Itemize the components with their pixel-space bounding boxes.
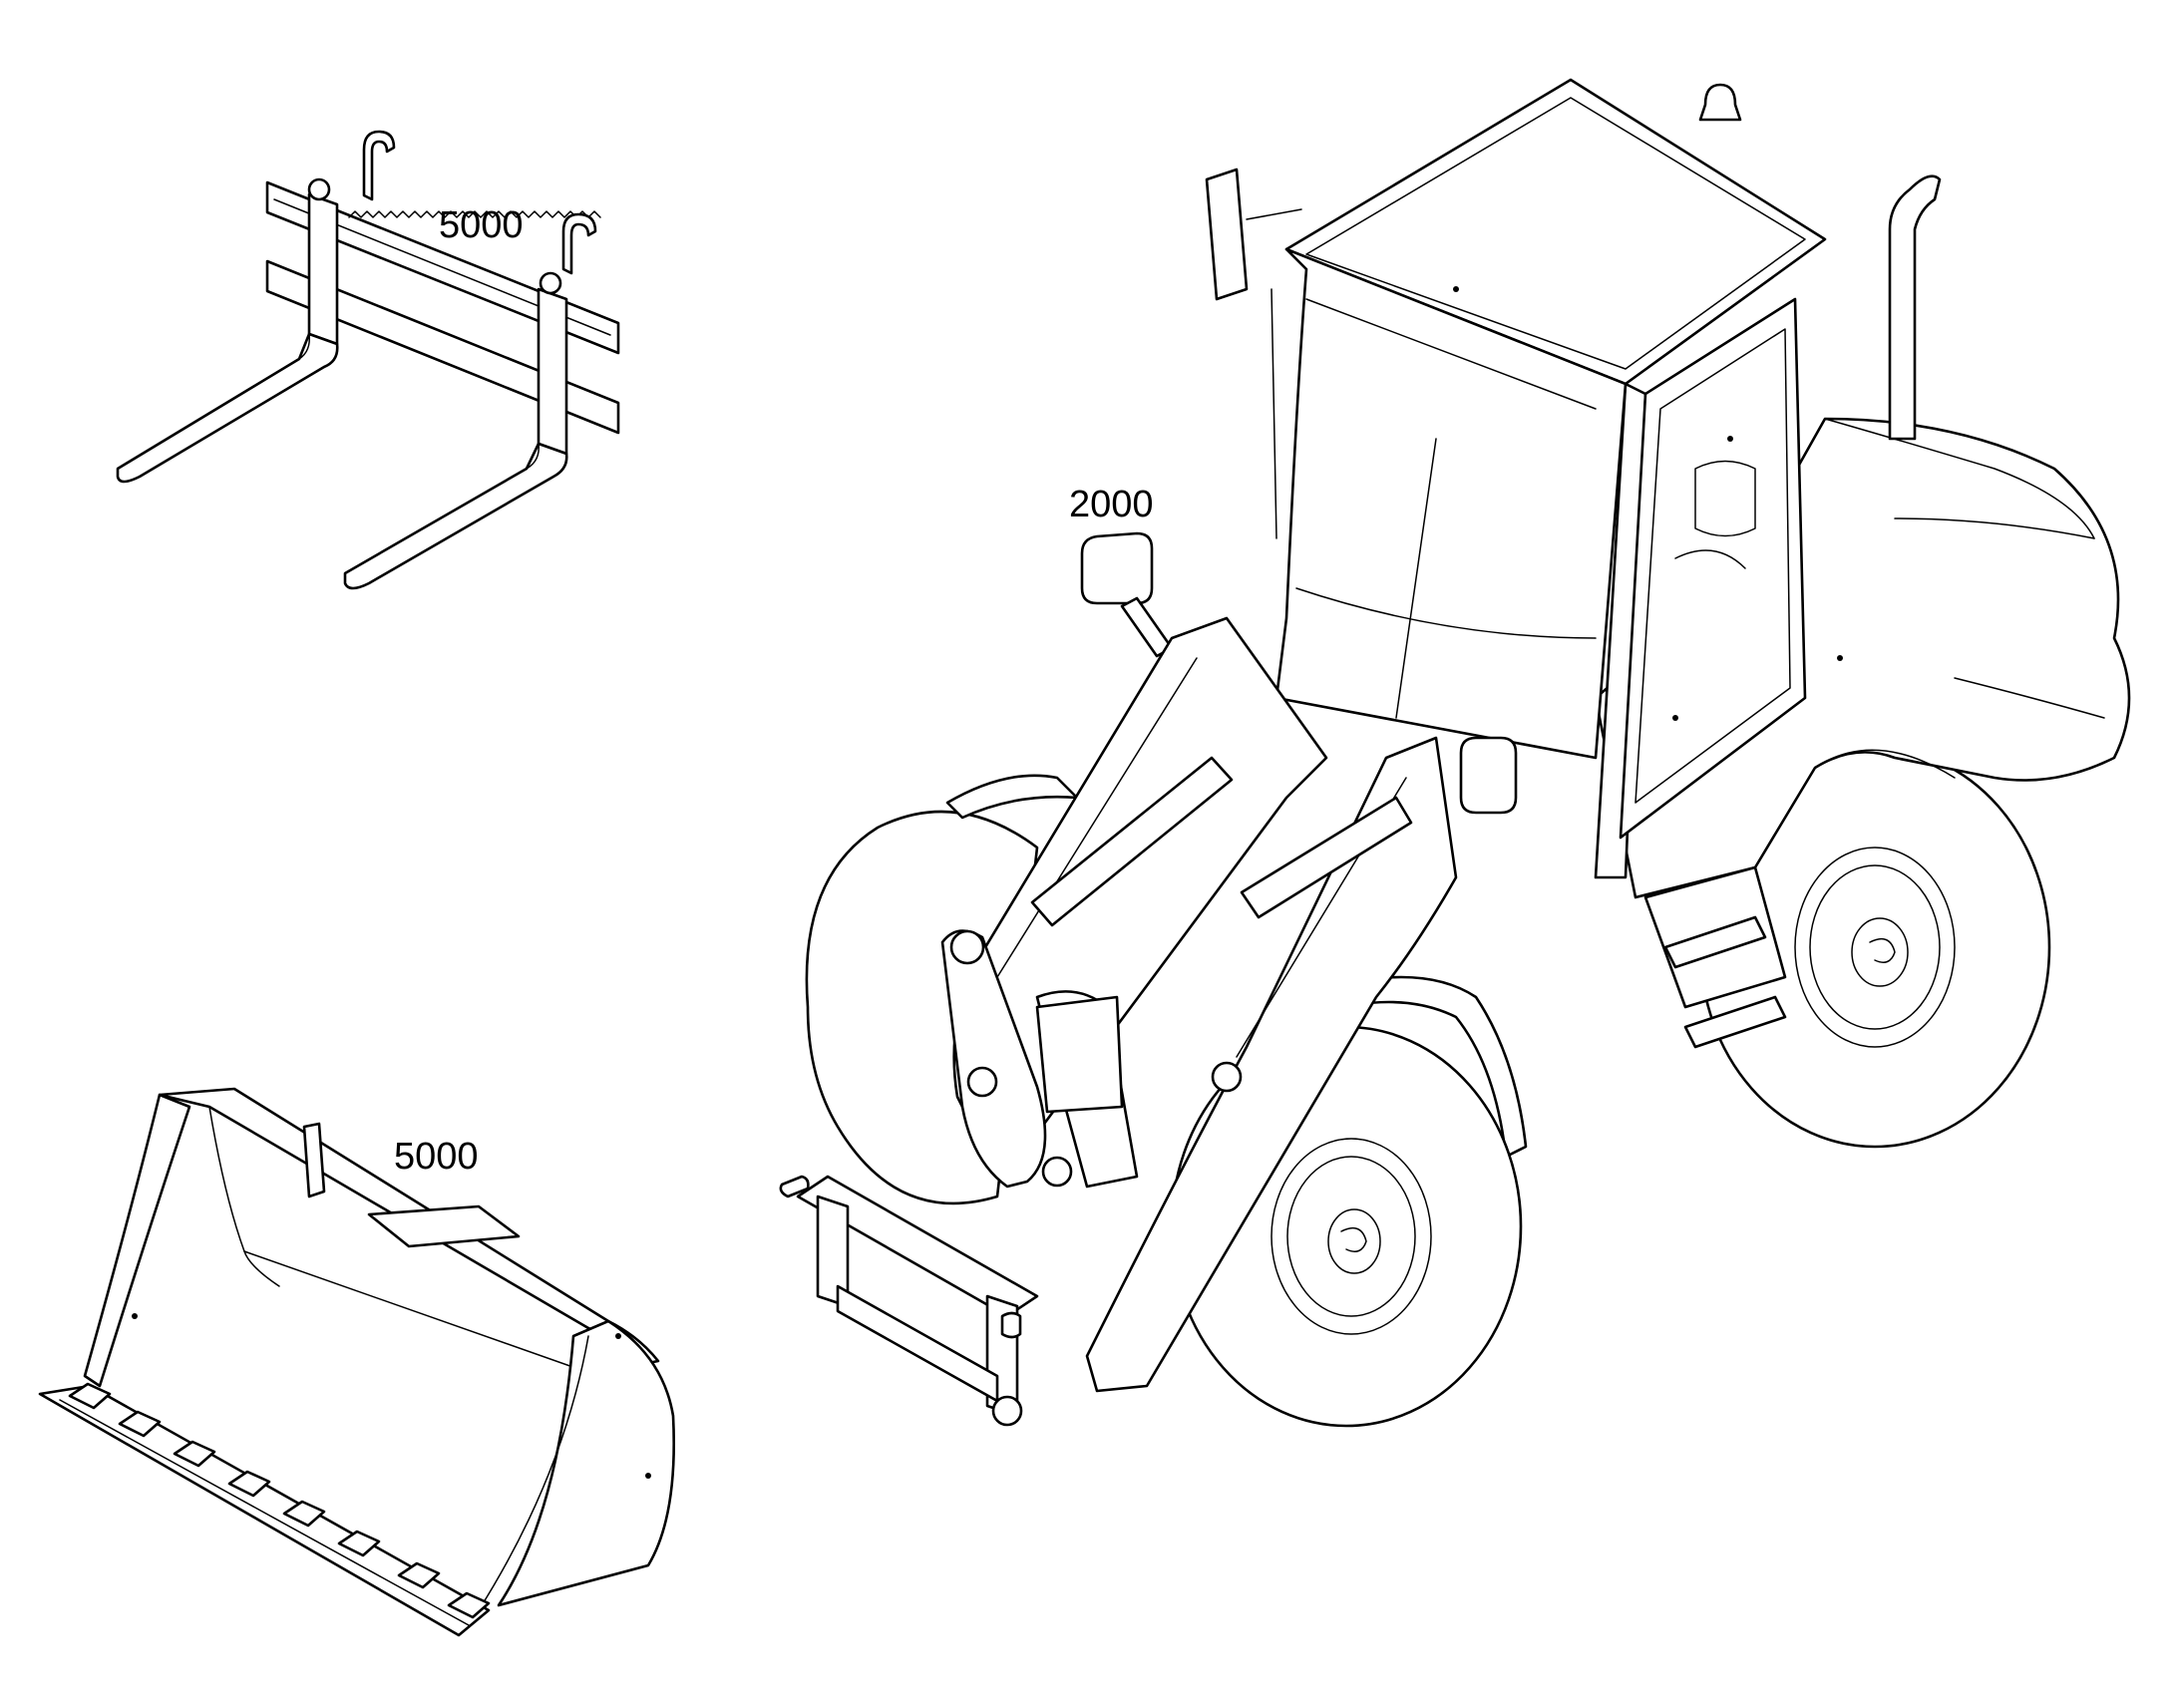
bucket-teeth: [68, 1382, 491, 1619]
loader-arms: [779, 616, 1458, 1427]
bucket-attachment: 5000: [38, 1087, 676, 1637]
access-steps: [1643, 865, 1787, 1049]
rear-wheel: [1698, 746, 2051, 1149]
operator-cab: [1205, 78, 1827, 879]
callout-loader: 2000: [1069, 484, 1154, 525]
callout-bucket: 5000: [394, 1136, 479, 1178]
work-light: [1080, 531, 1518, 815]
pallet-fork-attachment: 5000: [116, 130, 620, 590]
callout-pallet-forks: 5000: [439, 204, 524, 246]
wheel-loader: 2000: [779, 78, 2131, 1428]
